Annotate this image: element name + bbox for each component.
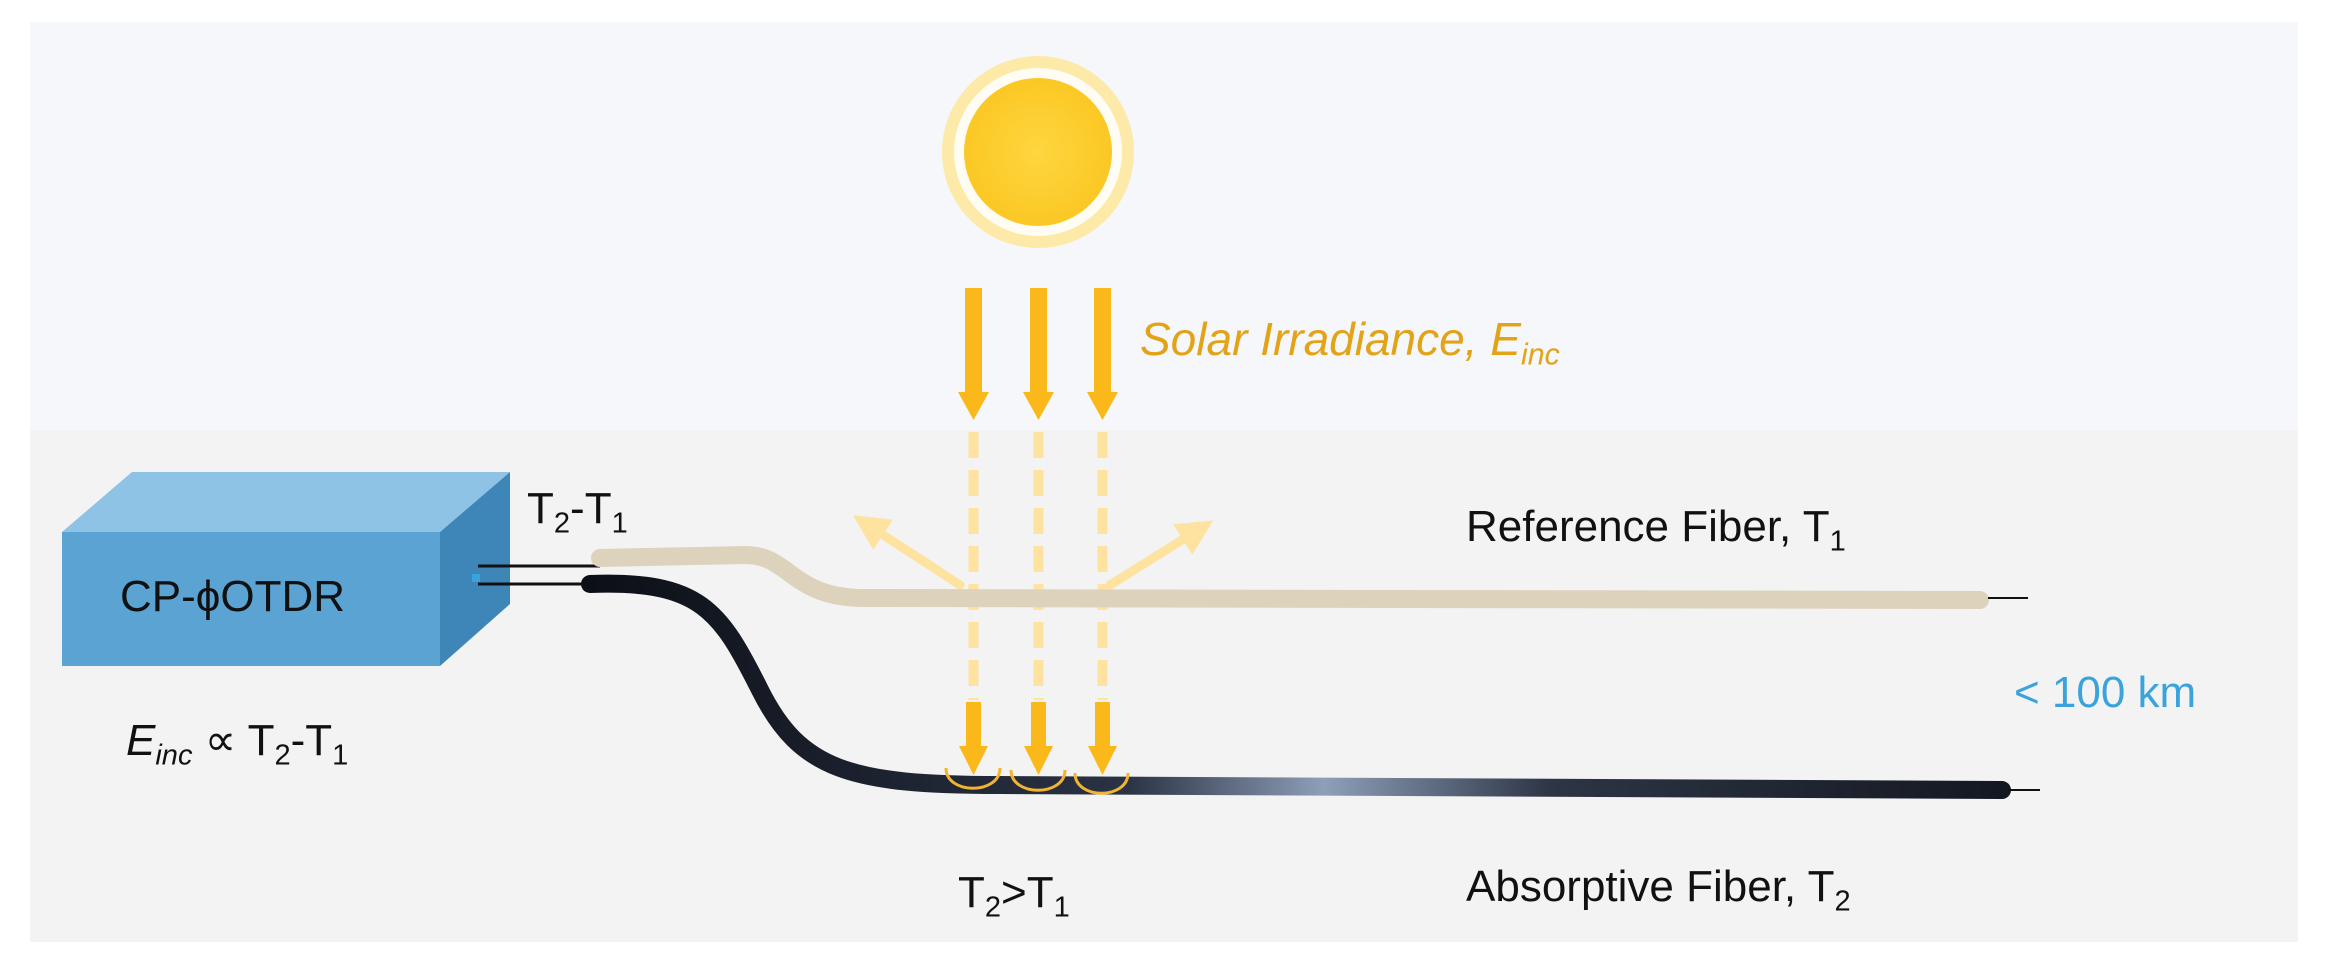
temperature-compare-label: T2>T1 [958,868,1070,922]
absorptive-fiber-sub: 2 [1834,885,1851,918]
distance-label: < 100 km [2014,668,2197,717]
diff-minus-t: -T [570,484,612,533]
heat-marks [944,767,1130,795]
absorbed-arrows [959,702,1117,775]
absorptive-fiber [581,574,2011,799]
temperature-difference-label: T2-T1 [527,484,628,538]
diff-t: T [527,484,554,533]
connector-dot [472,574,480,582]
compare-sub-1: 1 [1053,891,1070,924]
compare-gt-t: >T [1001,868,1054,917]
otdr-box-icon [62,472,510,666]
solar-irradiance-symbol: E [1490,313,1521,365]
lead-wires [478,564,600,586]
proportional-sub: inc [155,739,193,772]
compare-sub-2: 2 [984,891,1002,924]
reference-fiber-text: Reference Fiber, T [1466,502,1830,551]
solar-irradiance-label: Solar Irradiance, Einc [1140,312,1560,370]
proportional-rest-b: -T [290,716,333,765]
proportionality-label: Einc ∝ T2-T1 [126,715,348,770]
absorptive-fiber-label: Absorptive Fiber, T2 [1466,862,1851,916]
reference-fiber [591,545,1989,609]
reference-fiber-label: Reference Fiber, T1 [1466,502,1846,556]
sun-icon [942,56,1134,248]
proportional-symbol: E [126,716,156,765]
reflected-arrows [852,515,1214,590]
reference-fiber-sub: 1 [1829,525,1846,558]
sky-background [30,22,2298,430]
absorptive-fiber-text: Absorptive Fiber, T [1466,862,1835,911]
solar-irradiance-text: Solar Irradiance, [1140,313,1491,365]
compare-t: T [958,868,985,917]
proportional-rest-a: ∝ T [192,716,275,765]
solar-dashed-arrows [968,432,1108,700]
solar-incoming-arrows [958,288,1118,420]
diff-sub-2: 2 [553,507,571,540]
diff-sub-1: 1 [611,507,628,540]
device-label: CP-ϕOTDR [120,572,346,621]
proportional-sub-1: 1 [332,739,349,772]
solar-irradiance-sub: inc [1520,338,1560,372]
proportional-sub-2: 2 [274,739,291,772]
